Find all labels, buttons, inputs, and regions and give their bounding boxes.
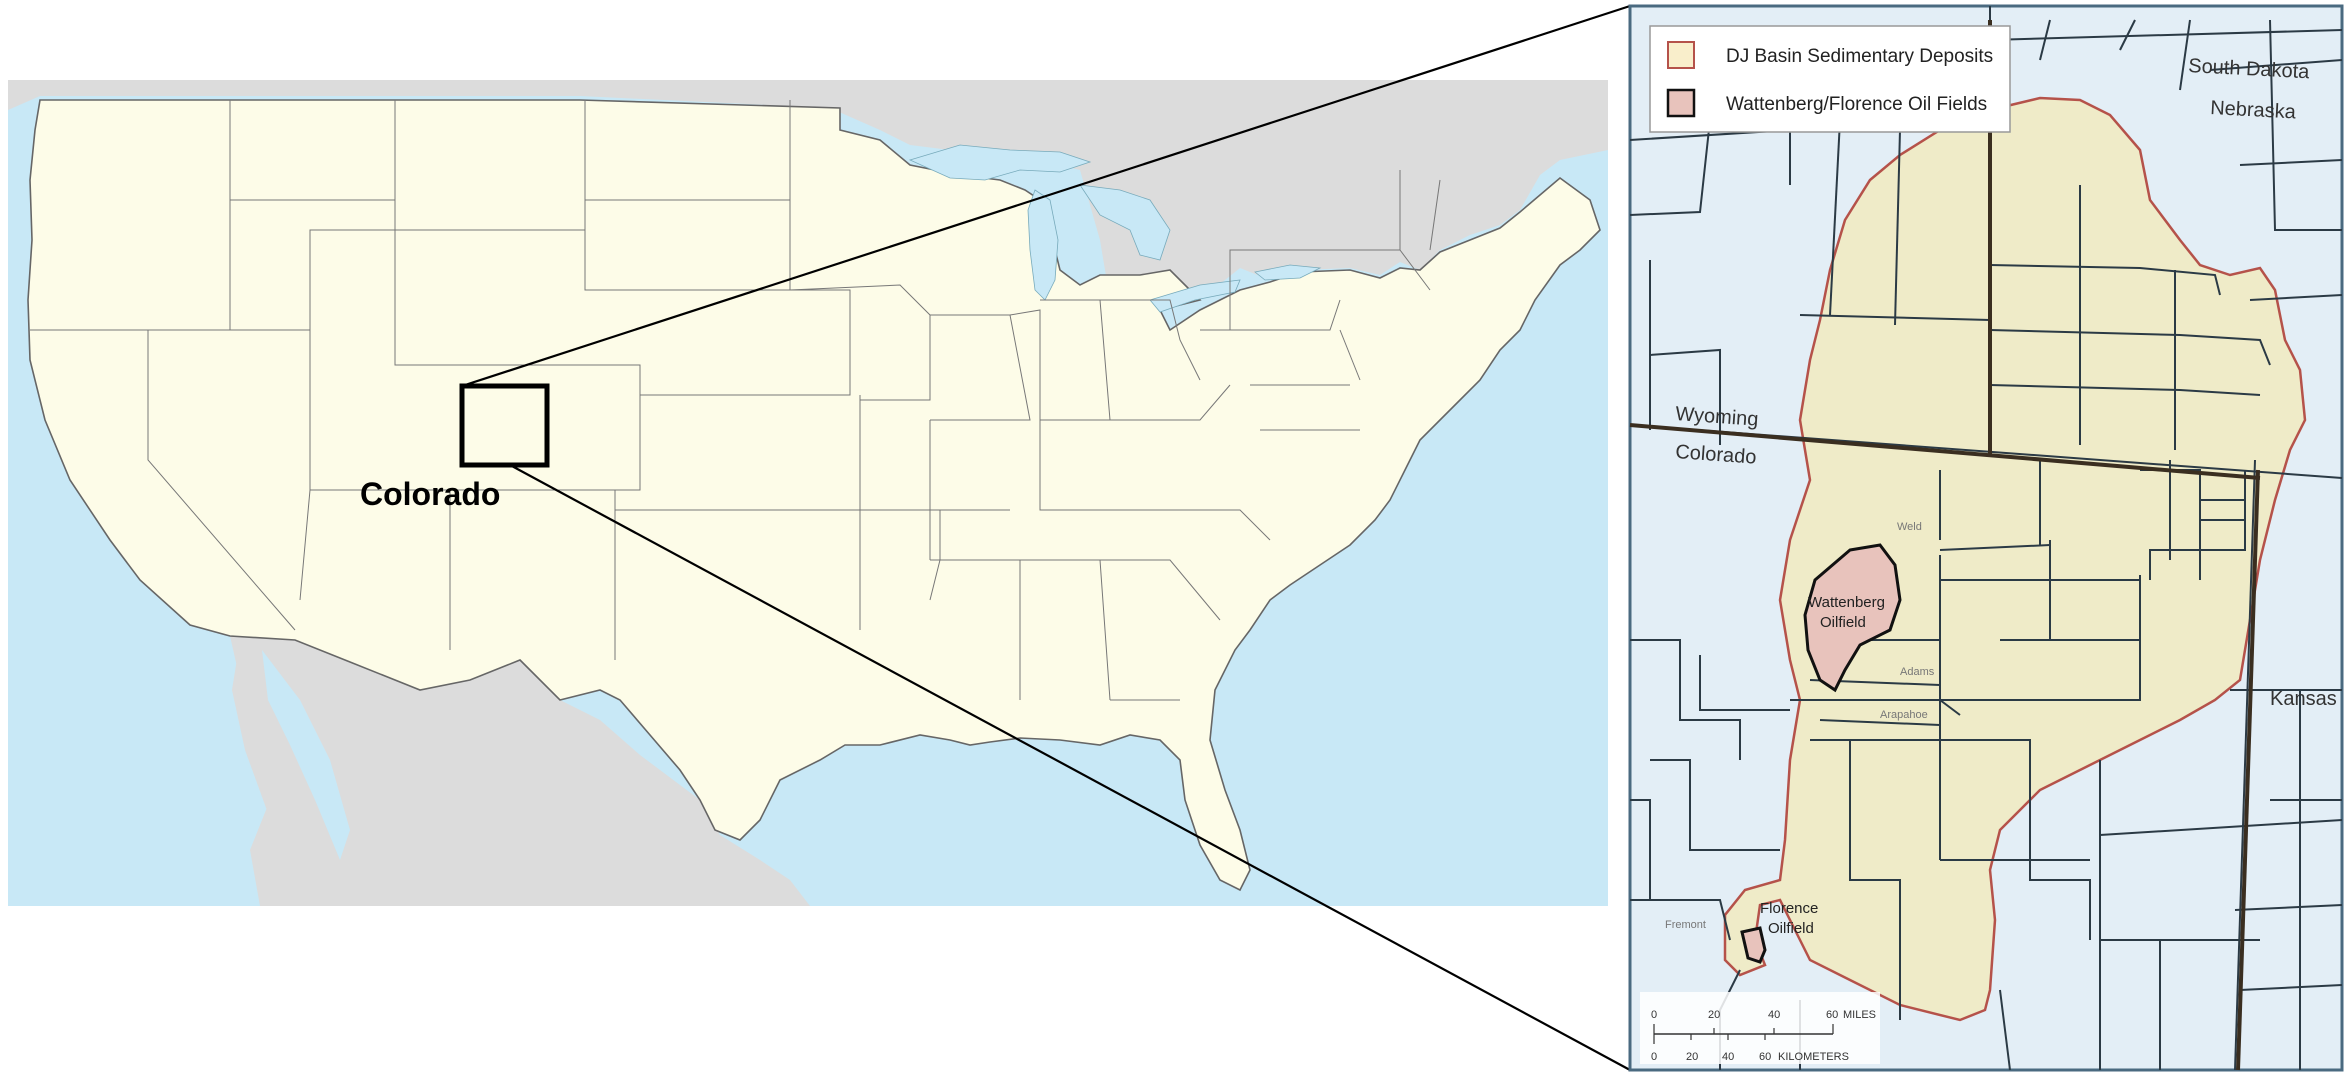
baja-peninsula (232, 640, 330, 906)
colorado-highlight-box (459, 383, 550, 468)
scale-bar-background (1640, 992, 1880, 1064)
callout-line-top (461, 4, 1631, 388)
florence-oilfield-area (1740, 926, 1767, 964)
legend: DJ Basin Sedimentary Deposits Wattenberg… (1649, 25, 2011, 133)
legend-swatch-oilfields (1666, 88, 1696, 118)
scale-km-tick-60: 60 (1759, 1051, 1771, 1063)
legend-box (1649, 25, 2011, 133)
county-label-fremont: Fremont (1665, 919, 1706, 931)
scale-km-tick-40: 40 (1722, 1051, 1734, 1063)
state-label-kansas: Kansas (2270, 688, 2337, 710)
wattenberg-label-line2: Oilfield (1820, 614, 1866, 631)
colorado-label: Colorado (360, 476, 500, 512)
callout-line-bottom (509, 464, 1631, 1071)
inset-map: DJ Basin Sedimentary Deposits Wattenberg… (1628, 4, 2344, 1072)
scale-miles-tick-40: 40 (1768, 1009, 1780, 1021)
gulf-of-california (262, 650, 350, 860)
scale-km-tick-20: 20 (1686, 1051, 1698, 1063)
lake-superior (908, 144, 1092, 181)
florence-label-line1: Florence (1760, 900, 1818, 917)
lake-ontario (1254, 264, 1322, 281)
lake-erie (1149, 279, 1241, 313)
state-label-nebraska: Nebraska (2210, 97, 2298, 123)
legend-swatch-basin (1667, 41, 1695, 69)
scale-bar: 0 20 40 60 MILES 0 20 40 60 KILOMETERS (1640, 992, 1880, 1064)
wattenberg-label-line1: Wattenberg (1808, 594, 1885, 611)
scale-miles-tick-0: 0 (1651, 1009, 1657, 1021)
scale-miles-tick-60: 60 (1826, 1009, 1838, 1021)
wattenberg-oilfield-area (1803, 543, 1902, 693)
legend-label-basin: DJ Basin Sedimentary Deposits (1726, 46, 1993, 67)
lake-huron (1079, 184, 1171, 261)
scale-miles-unit: MILES (1843, 1009, 1876, 1021)
legend-label-oilfields: Wattenberg/Florence Oil Fields (1726, 94, 1987, 115)
county-label-weld: Weld (1897, 521, 1922, 533)
scale-bar-ticks (1653, 1024, 1834, 1044)
florence-label-line2: Oilfield (1768, 920, 1814, 937)
canada-landmass (8, 80, 1608, 325)
us-state-borders (30, 100, 1441, 701)
scale-km-tick-0: 0 (1651, 1051, 1657, 1063)
county-label-adams: Adams (1900, 666, 1935, 678)
us-map: Colorado (8, 80, 1608, 906)
scale-km-unit: KILOMETERS (1778, 1051, 1849, 1063)
county-label-arapahoe: Arapahoe (1880, 709, 1928, 721)
mexico-landmass (230, 636, 810, 906)
scale-miles-tick-20: 20 (1708, 1009, 1720, 1021)
